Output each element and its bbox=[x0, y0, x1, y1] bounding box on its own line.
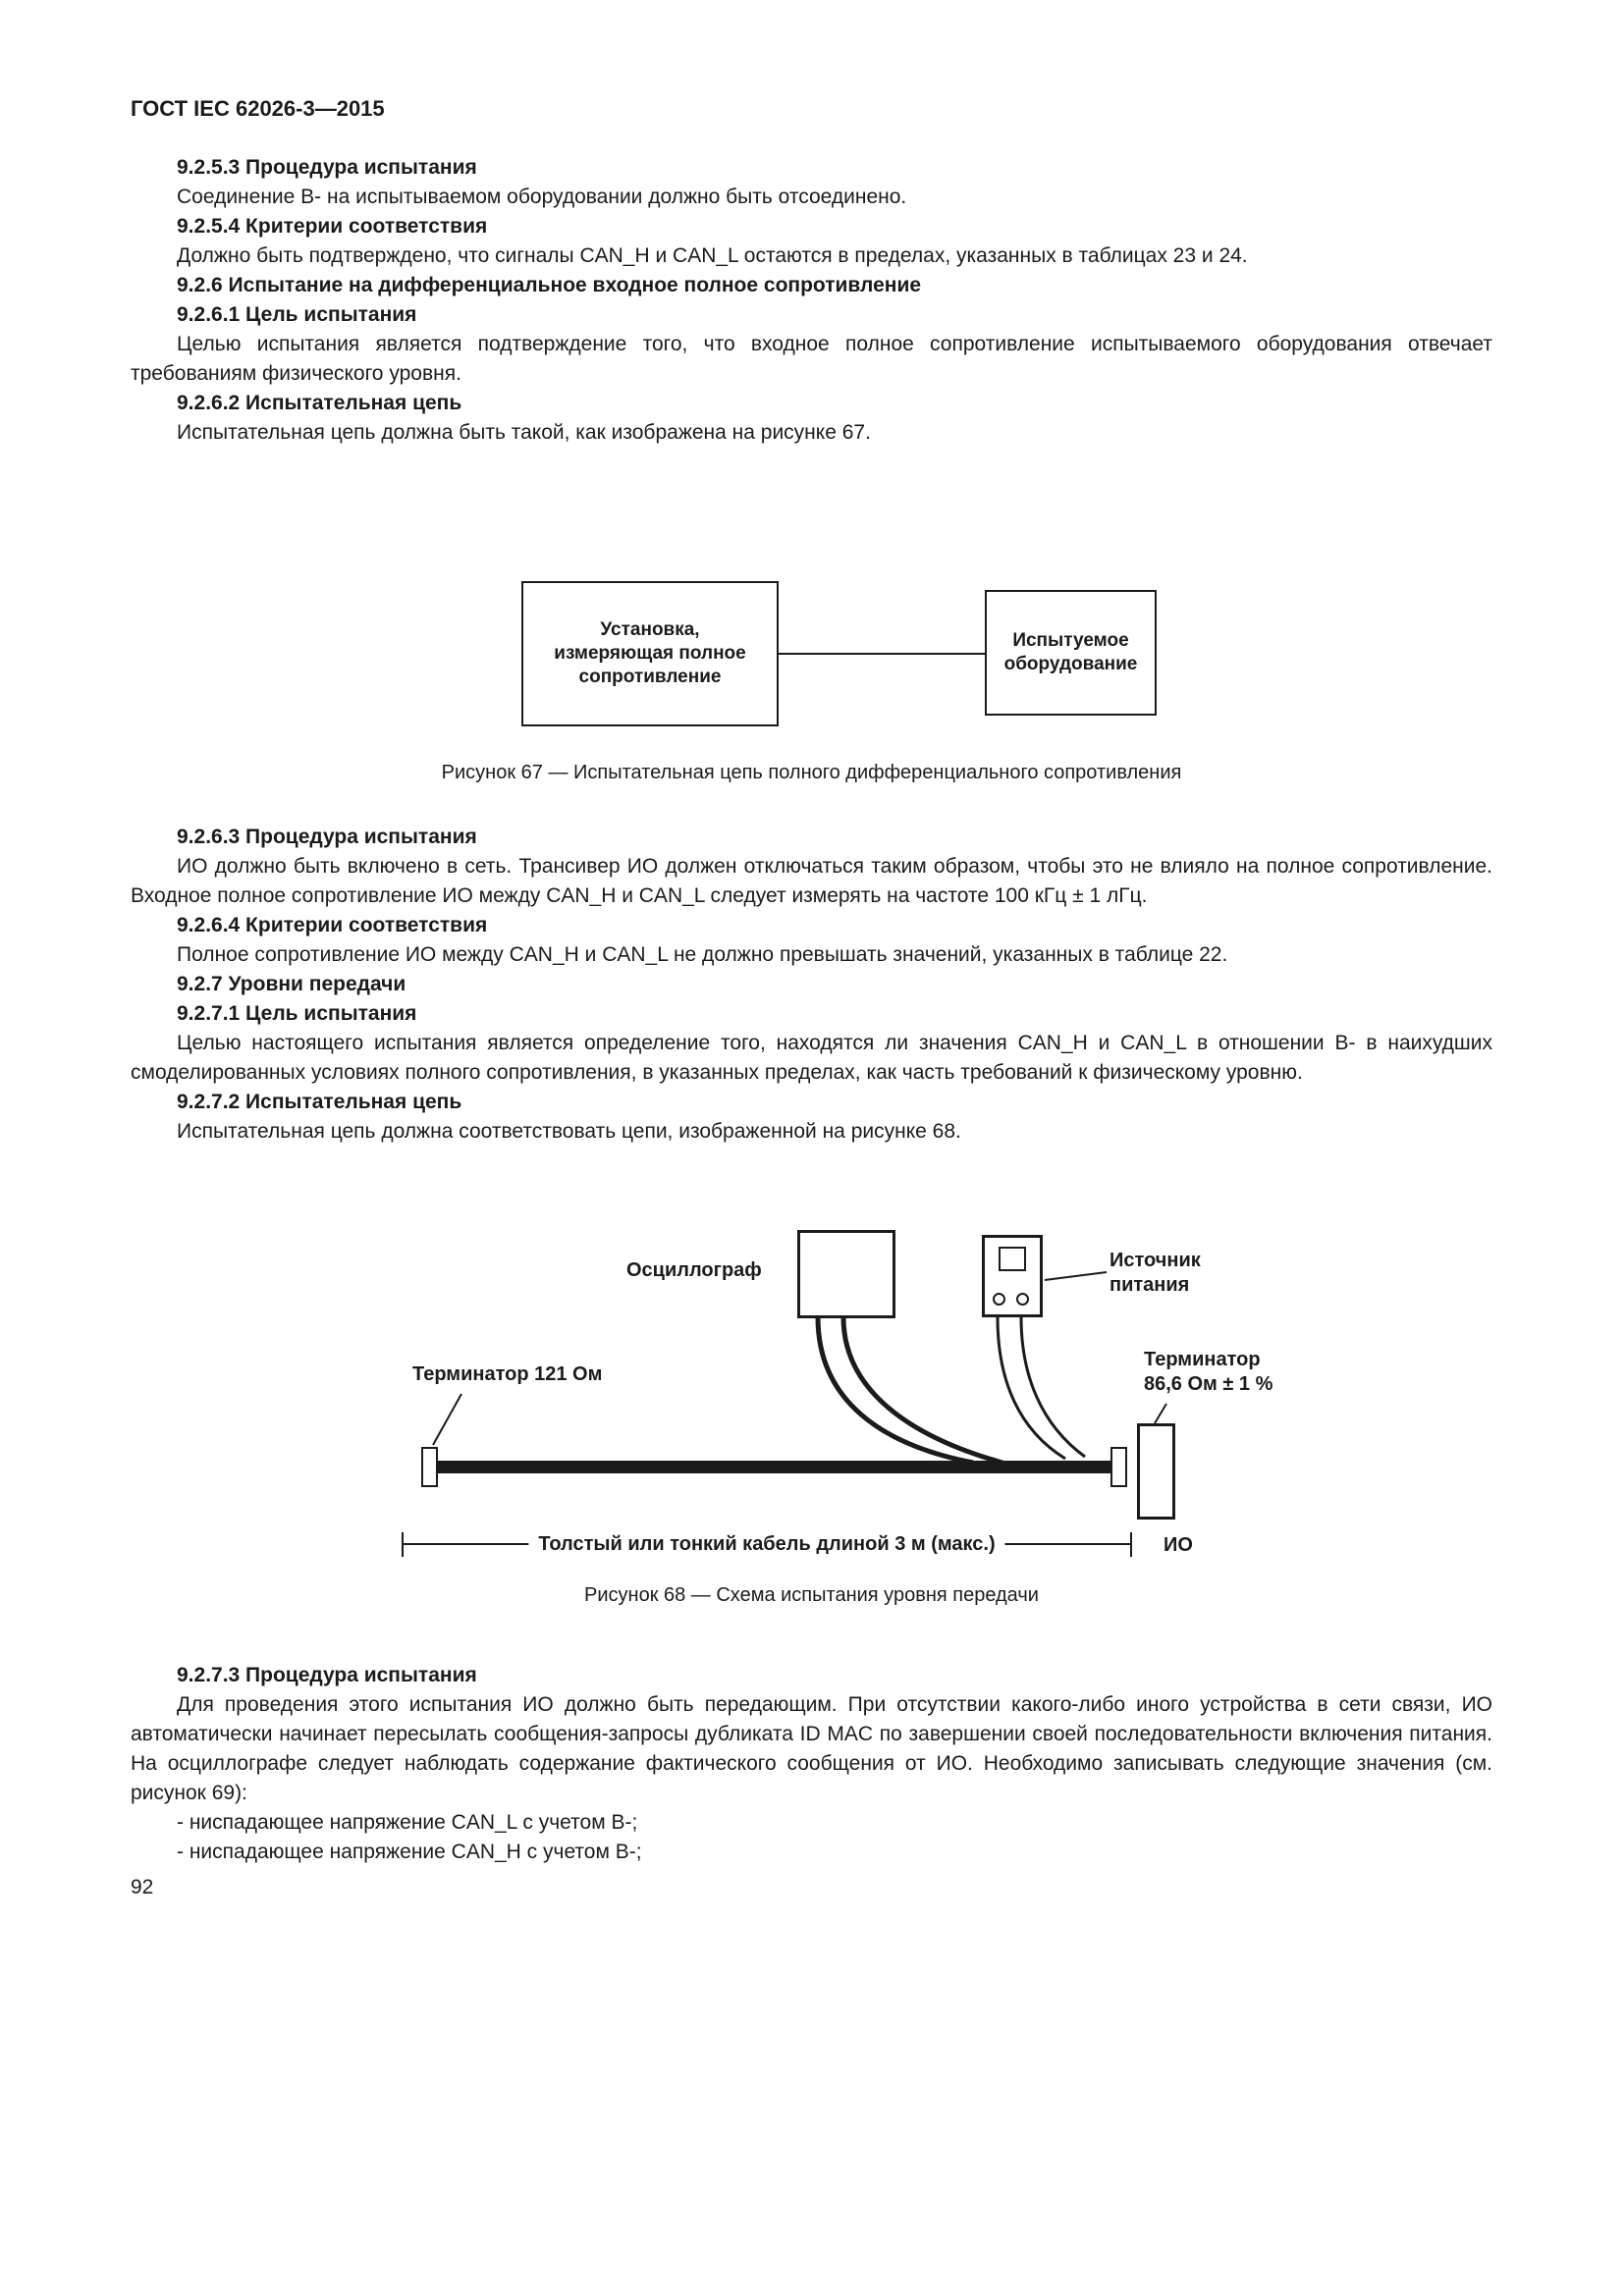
paragraph-9-2-7-3: Для проведения этого испытания ИО должно… bbox=[131, 1693, 1492, 1804]
eut-label: ИО bbox=[1164, 1534, 1193, 1556]
figure-68: Осциллограф Источник питания Терминатор … bbox=[131, 1219, 1492, 1565]
oscilloscope-cable-2 bbox=[840, 1316, 1003, 1466]
right-terminator-block bbox=[1137, 1423, 1175, 1520]
power-source-display bbox=[999, 1247, 1026, 1271]
oscilloscope-cable-1 bbox=[815, 1316, 974, 1466]
heading-9-2-6-1: 9.2.6.1 Цель испытания bbox=[177, 303, 417, 326]
figure67-eut-box: Испытуемое оборудование bbox=[985, 590, 1157, 716]
right-bus-connector bbox=[1110, 1447, 1127, 1487]
power-label-leader-line bbox=[1044, 1271, 1108, 1281]
figure67-eut-label: Испытуемое оборудование bbox=[1003, 630, 1138, 674]
list-item-can-h: - ниспадающее напряжение CAN_H с учетом … bbox=[177, 1841, 642, 1863]
terminator-right-label: Терминатор 86,6 Ом ± 1 % bbox=[1144, 1349, 1273, 1395]
paragraph-9-2-7-2: Испытательная цепь должна соответствоват… bbox=[177, 1120, 961, 1143]
terminator-left-leader-line bbox=[432, 1393, 462, 1446]
power-source-terminal-1 bbox=[993, 1293, 1005, 1306]
power-lead-1 bbox=[996, 1316, 1066, 1461]
terminator-right-leader-line bbox=[1154, 1403, 1167, 1424]
power-source-label: Источник питания bbox=[1110, 1250, 1201, 1296]
paragraph-9-2-5-3: Соединение В- на испытываемом оборудован… bbox=[177, 186, 907, 208]
cable-length-label: Толстый или тонкий кабель длиной 3 м (ма… bbox=[528, 1532, 1005, 1557]
heading-9-2-7-3: 9.2.7.3 Процедура испытания bbox=[177, 1664, 477, 1686]
figure67-measuring-unit-box: Установка, измеряющая полное сопротивлен… bbox=[521, 581, 779, 726]
network-cable-bus bbox=[432, 1461, 1121, 1473]
figure67-measuring-unit-label: Установка, измеряющая полное сопротивлен… bbox=[554, 619, 746, 687]
paragraph-9-2-6-2: Испытательная цепь должна быть такой, ка… bbox=[177, 421, 871, 444]
heading-9-2-7-1: 9.2.7.1 Цель испытания bbox=[177, 1002, 417, 1025]
paragraph-9-2-7-1: Целью настоящего испытания является опре… bbox=[131, 1032, 1492, 1084]
left-bus-connector bbox=[421, 1447, 438, 1487]
page-number: 92 bbox=[131, 1876, 154, 1898]
figure68-caption: Рисунок 68 — Схема испытания уровня пере… bbox=[584, 1584, 1039, 1606]
power-lead-2 bbox=[1019, 1316, 1086, 1459]
figure67-connection-line bbox=[779, 653, 985, 655]
figure68-wiring-drawing bbox=[402, 1271, 1167, 1557]
paragraph-9-2-6-4: Полное сопротивление ИО между CAN_H и CA… bbox=[177, 943, 1228, 966]
heading-9-2-7: 9.2.7 Уровни передачи bbox=[177, 973, 406, 995]
figure67-caption: Рисунок 67 — Испытательная цепь полного … bbox=[441, 762, 1182, 783]
paragraph-9-2-5-4: Должно быть подтверждено, что сигналы CA… bbox=[177, 244, 1248, 267]
paragraph-9-2-6-1: Целью испытания является подтверждение т… bbox=[131, 333, 1492, 385]
oscilloscope-box bbox=[797, 1230, 895, 1318]
heading-9-2-5-3: 9.2.5.3 Процедура испытания bbox=[177, 156, 477, 179]
power-source-box bbox=[982, 1235, 1043, 1317]
heading-9-2-7-2: 9.2.7.2 Испытательная цепь bbox=[177, 1091, 462, 1113]
document-header: ГОСТ IEC 62026-3—2015 bbox=[131, 96, 385, 121]
paragraph-9-2-6-3: ИО должно быть включено в сеть. Трансиве… bbox=[131, 855, 1492, 907]
figure-67: Установка, измеряющая полное сопротивлен… bbox=[131, 581, 1492, 728]
oscilloscope-label: Осциллограф bbox=[626, 1259, 762, 1281]
heading-9-2-6: 9.2.6 Испытание на дифференциальное вход… bbox=[177, 274, 922, 296]
power-source-terminal-2 bbox=[1016, 1293, 1029, 1306]
terminator-left-label: Терминатор 121 Ом bbox=[412, 1363, 603, 1385]
heading-9-2-6-4: 9.2.6.4 Критерии соответствия bbox=[177, 914, 488, 936]
heading-9-2-6-3: 9.2.6.3 Процедура испытания bbox=[177, 826, 477, 848]
heading-9-2-6-2: 9.2.6.2 Испытательная цепь bbox=[177, 392, 462, 414]
list-item-can-l: - ниспадающее напряжение CAN_L с учетом … bbox=[177, 1811, 638, 1834]
heading-9-2-5-4: 9.2.5.4 Критерии соответствия bbox=[177, 215, 488, 238]
